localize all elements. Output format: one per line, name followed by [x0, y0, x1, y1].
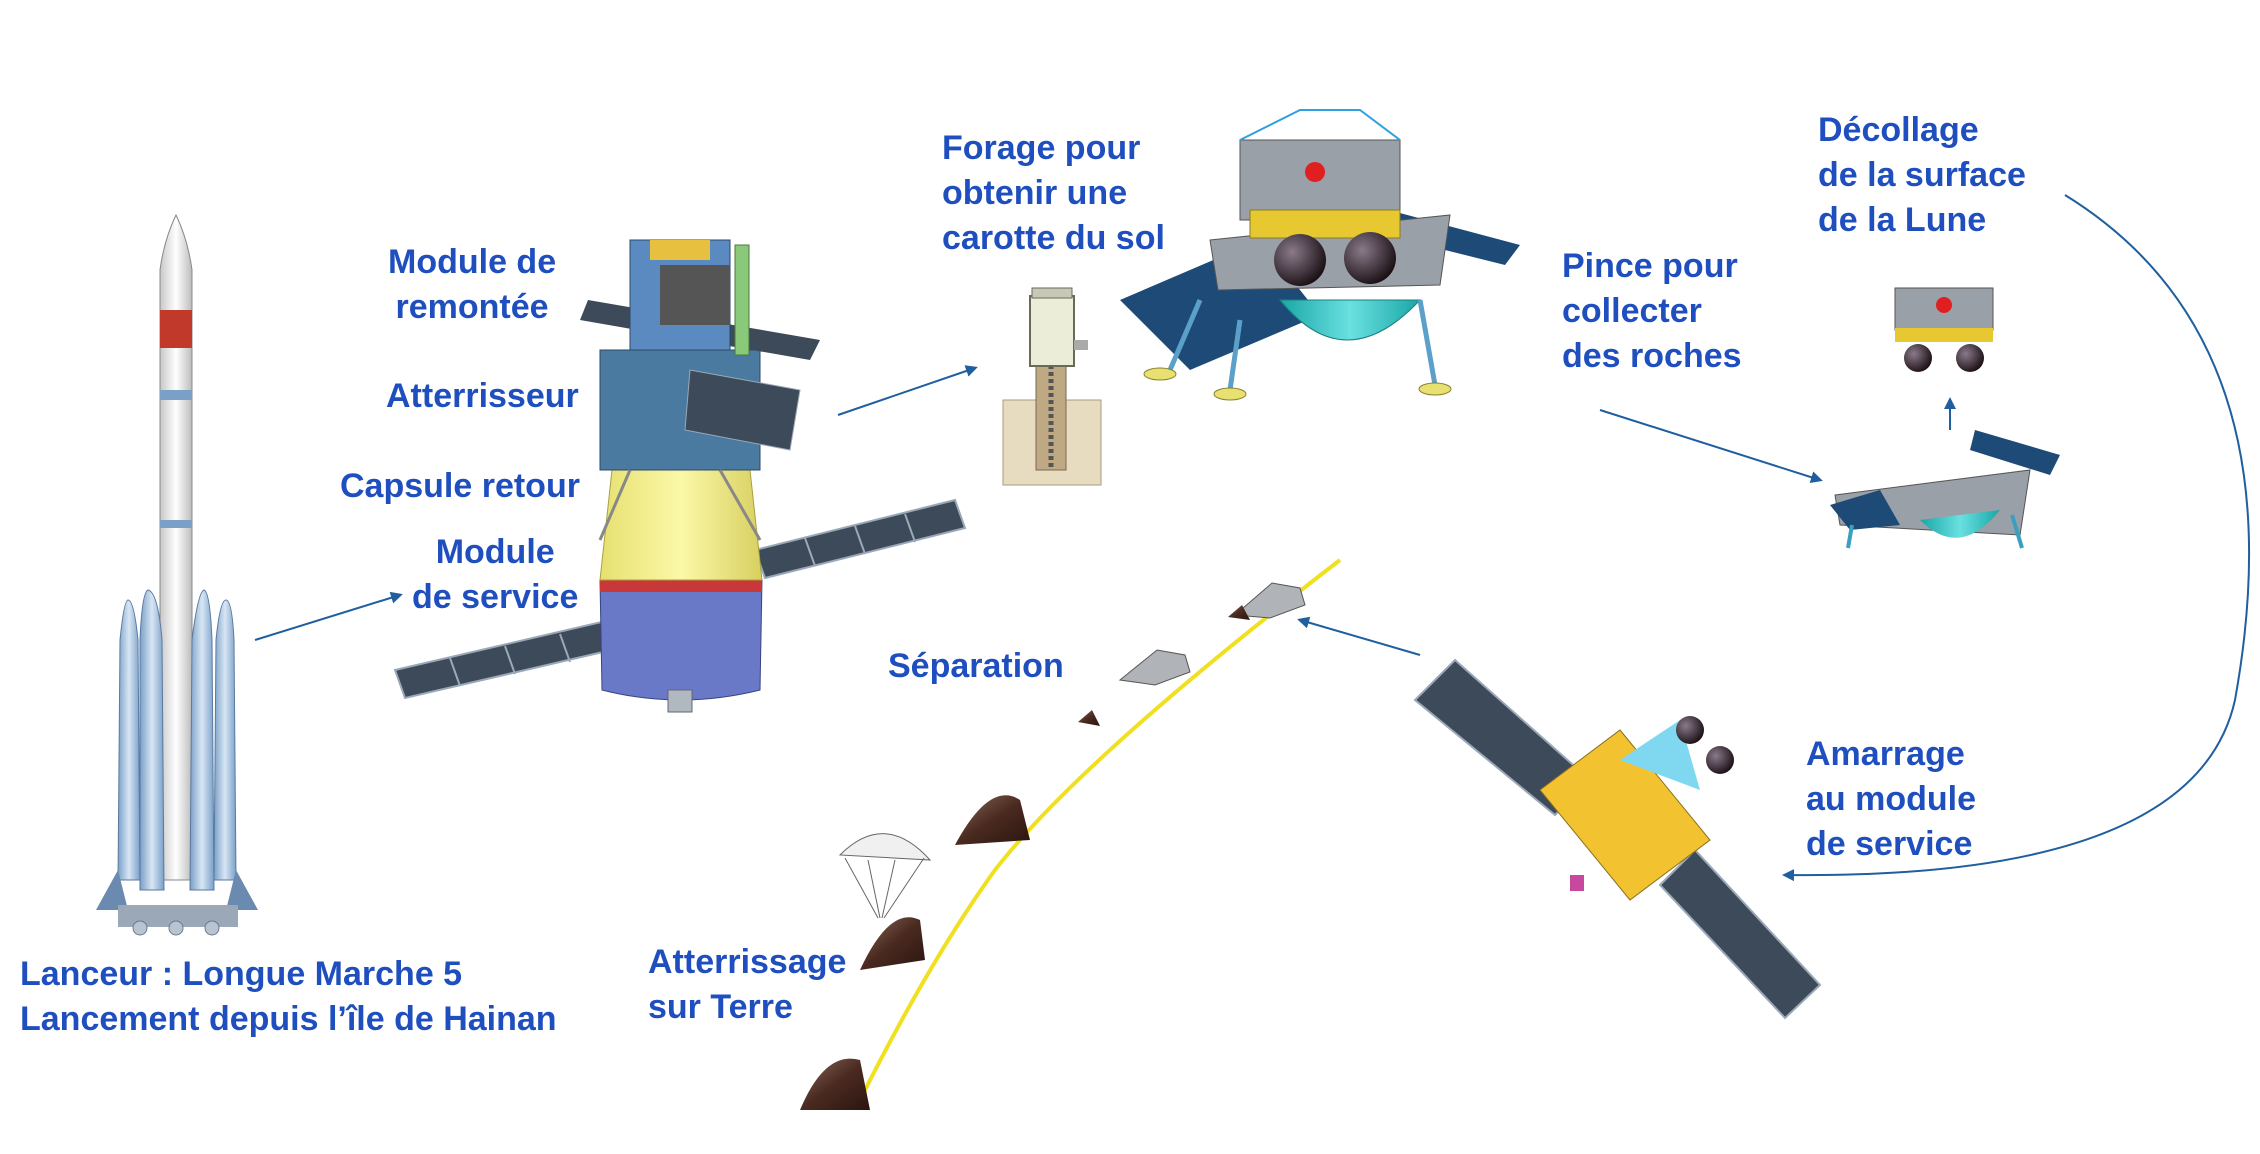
- service-module-label: Module de service: [412, 530, 578, 620]
- docking-label: Amarrage au module de service: [1806, 732, 1976, 867]
- ascent-module-label: Module de remontée: [388, 240, 556, 330]
- docking-label-line2: au module: [1806, 780, 1977, 818]
- scoop-label-line3: des roches: [1562, 337, 1742, 375]
- ascent-module-label-line1: Module de: [388, 243, 557, 281]
- flow-arrows: [254, 194, 2250, 882]
- lander-label-text: Atterrisseur: [386, 377, 579, 415]
- orbiter-icon: [1413, 658, 1822, 1020]
- scoop-label: Pince pour collecter des roches: [1562, 244, 1742, 379]
- lander-icon: [1120, 109, 1520, 401]
- ascender-icon: [1830, 287, 2060, 549]
- launcher-label-line2: Lancement depuis l’île de Hainan: [20, 1000, 557, 1038]
- liftoff-label-line2: de la surface: [1818, 156, 2026, 194]
- docking-label-line1: Amarrage: [1806, 735, 1965, 773]
- launcher-label-line1: Lanceur : Longue Marche 5: [20, 955, 463, 993]
- earth-landing-label: Atterrissage sur Terre: [648, 940, 846, 1030]
- capsule-icon: [800, 582, 1306, 1110]
- launcher-label: Lanceur : Longue Marche 5 Lancement depu…: [20, 952, 557, 1042]
- return-capsule-label: Capsule retour: [340, 464, 580, 509]
- earth-landing-label-line1: Atterrissage: [648, 943, 847, 981]
- drilling-label-line2: obtenir une: [942, 174, 1128, 212]
- return-capsule-label-text: Capsule retour: [340, 467, 580, 505]
- drilling-label: Forage pour obtenir une carotte du sol: [942, 126, 1165, 261]
- liftoff-label-line3: de la Lune: [1818, 201, 1987, 239]
- scoop-label-line1: Pince pour: [1562, 247, 1738, 285]
- parachute-icon: [838, 833, 932, 919]
- separation-label-text: Séparation: [888, 647, 1064, 685]
- scoop-label-line2: collecter: [1562, 292, 1702, 330]
- spacecraft-stack-icon: [393, 239, 967, 713]
- service-module-label-line2: de service: [412, 578, 579, 616]
- lander-label: Atterrisseur: [386, 374, 579, 419]
- drilling-label-line1: Forage pour: [942, 129, 1141, 167]
- docking-label-line3: de service: [1806, 825, 1973, 863]
- separation-label: Séparation: [888, 644, 1064, 689]
- return-trajectory: [858, 558, 1342, 1101]
- rocket-icon: [96, 213, 258, 936]
- ascent-module-label-line2: remontée: [395, 288, 549, 326]
- liftoff-label: Décollage de la surface de la Lune: [1818, 108, 2026, 243]
- earth-landing-label-line2: sur Terre: [648, 988, 793, 1026]
- service-module-label-line1: Module: [435, 533, 555, 571]
- drill-icon: [1002, 287, 1102, 486]
- drilling-label-line3: carotte du sol: [942, 219, 1165, 257]
- liftoff-label-line1: Décollage: [1818, 111, 1979, 149]
